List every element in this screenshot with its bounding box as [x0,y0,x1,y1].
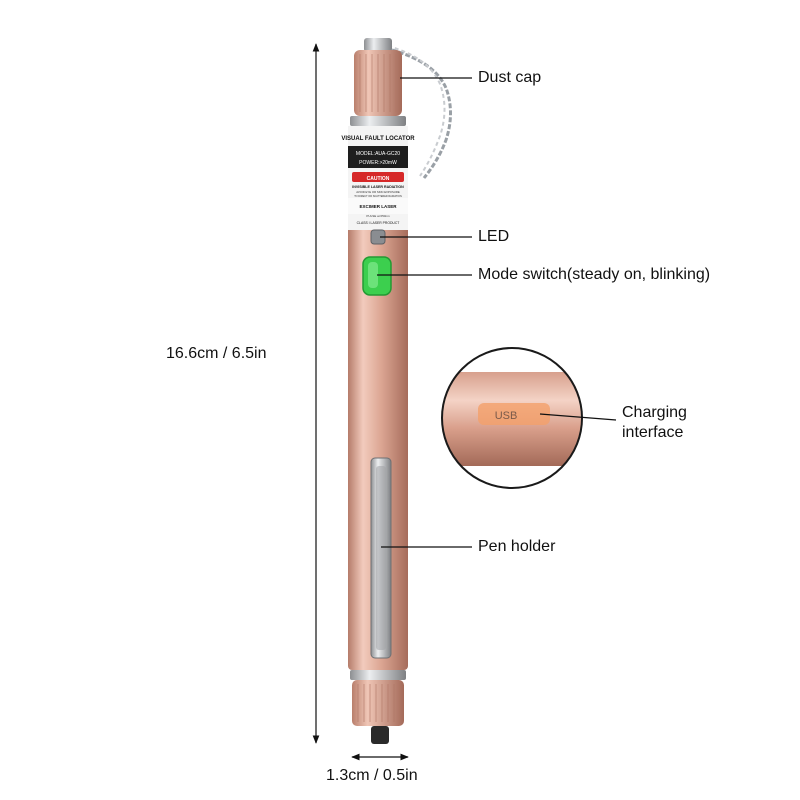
pen-holder-label: Pen holder [478,538,556,555]
dust-cap-label: Dust cap [478,69,542,86]
label-caution: CAUTION [367,176,390,182]
label-pulse: PULSE at 650nm [366,214,390,218]
charging-interface-label-line1: Charging [622,404,687,421]
label-model: MODEL:AUA-GC20 [356,151,400,157]
label-class: CLASS I LASER PRODUCT [357,221,400,225]
height-dimension-label: 16.6cm / 6.5in [166,345,267,362]
label-warning: INVISIBLE LASER RADIATION [352,185,404,189]
usb-marking: USB [495,410,518,422]
mode-switch-label: Mode switch(steady on, blinking) [478,266,711,283]
bottom-end-cap [352,680,404,726]
label-power: POWER:>20mW [359,160,397,166]
product-label [348,126,408,230]
label-title: VISUAL FAULT LOCATOR [341,136,415,142]
laser-output-tip [371,726,389,744]
cap-silver-ring [350,116,406,126]
dust-cap [354,50,402,116]
cap-top-ring [364,38,392,52]
leader-lines [377,77,617,548]
label-laser-type: EXCIMER LASER [359,204,397,209]
pen-holder-clip [370,457,392,659]
led-label: LED [478,228,510,245]
label-warning-detail-1: AVOID EYE OR SKIN EXPOSURE [356,190,400,194]
label-warning-detail-2: TO DIRECT OR SCATTERED RADIATION [354,195,402,198]
keychain [387,45,452,179]
leader-charging [539,413,617,421]
charging-interface-zoom [441,347,583,489]
bottom-silver-ring [350,670,406,680]
product-label-text: VISUAL FAULT LOCATOR MODEL:AUA-GC20 POWE… [341,136,415,225]
mode-switch-highlight [368,262,378,288]
charging-interface-label-line2: interface [622,424,684,441]
width-dimension-label: 1.3cm / 0.5in [326,767,418,784]
